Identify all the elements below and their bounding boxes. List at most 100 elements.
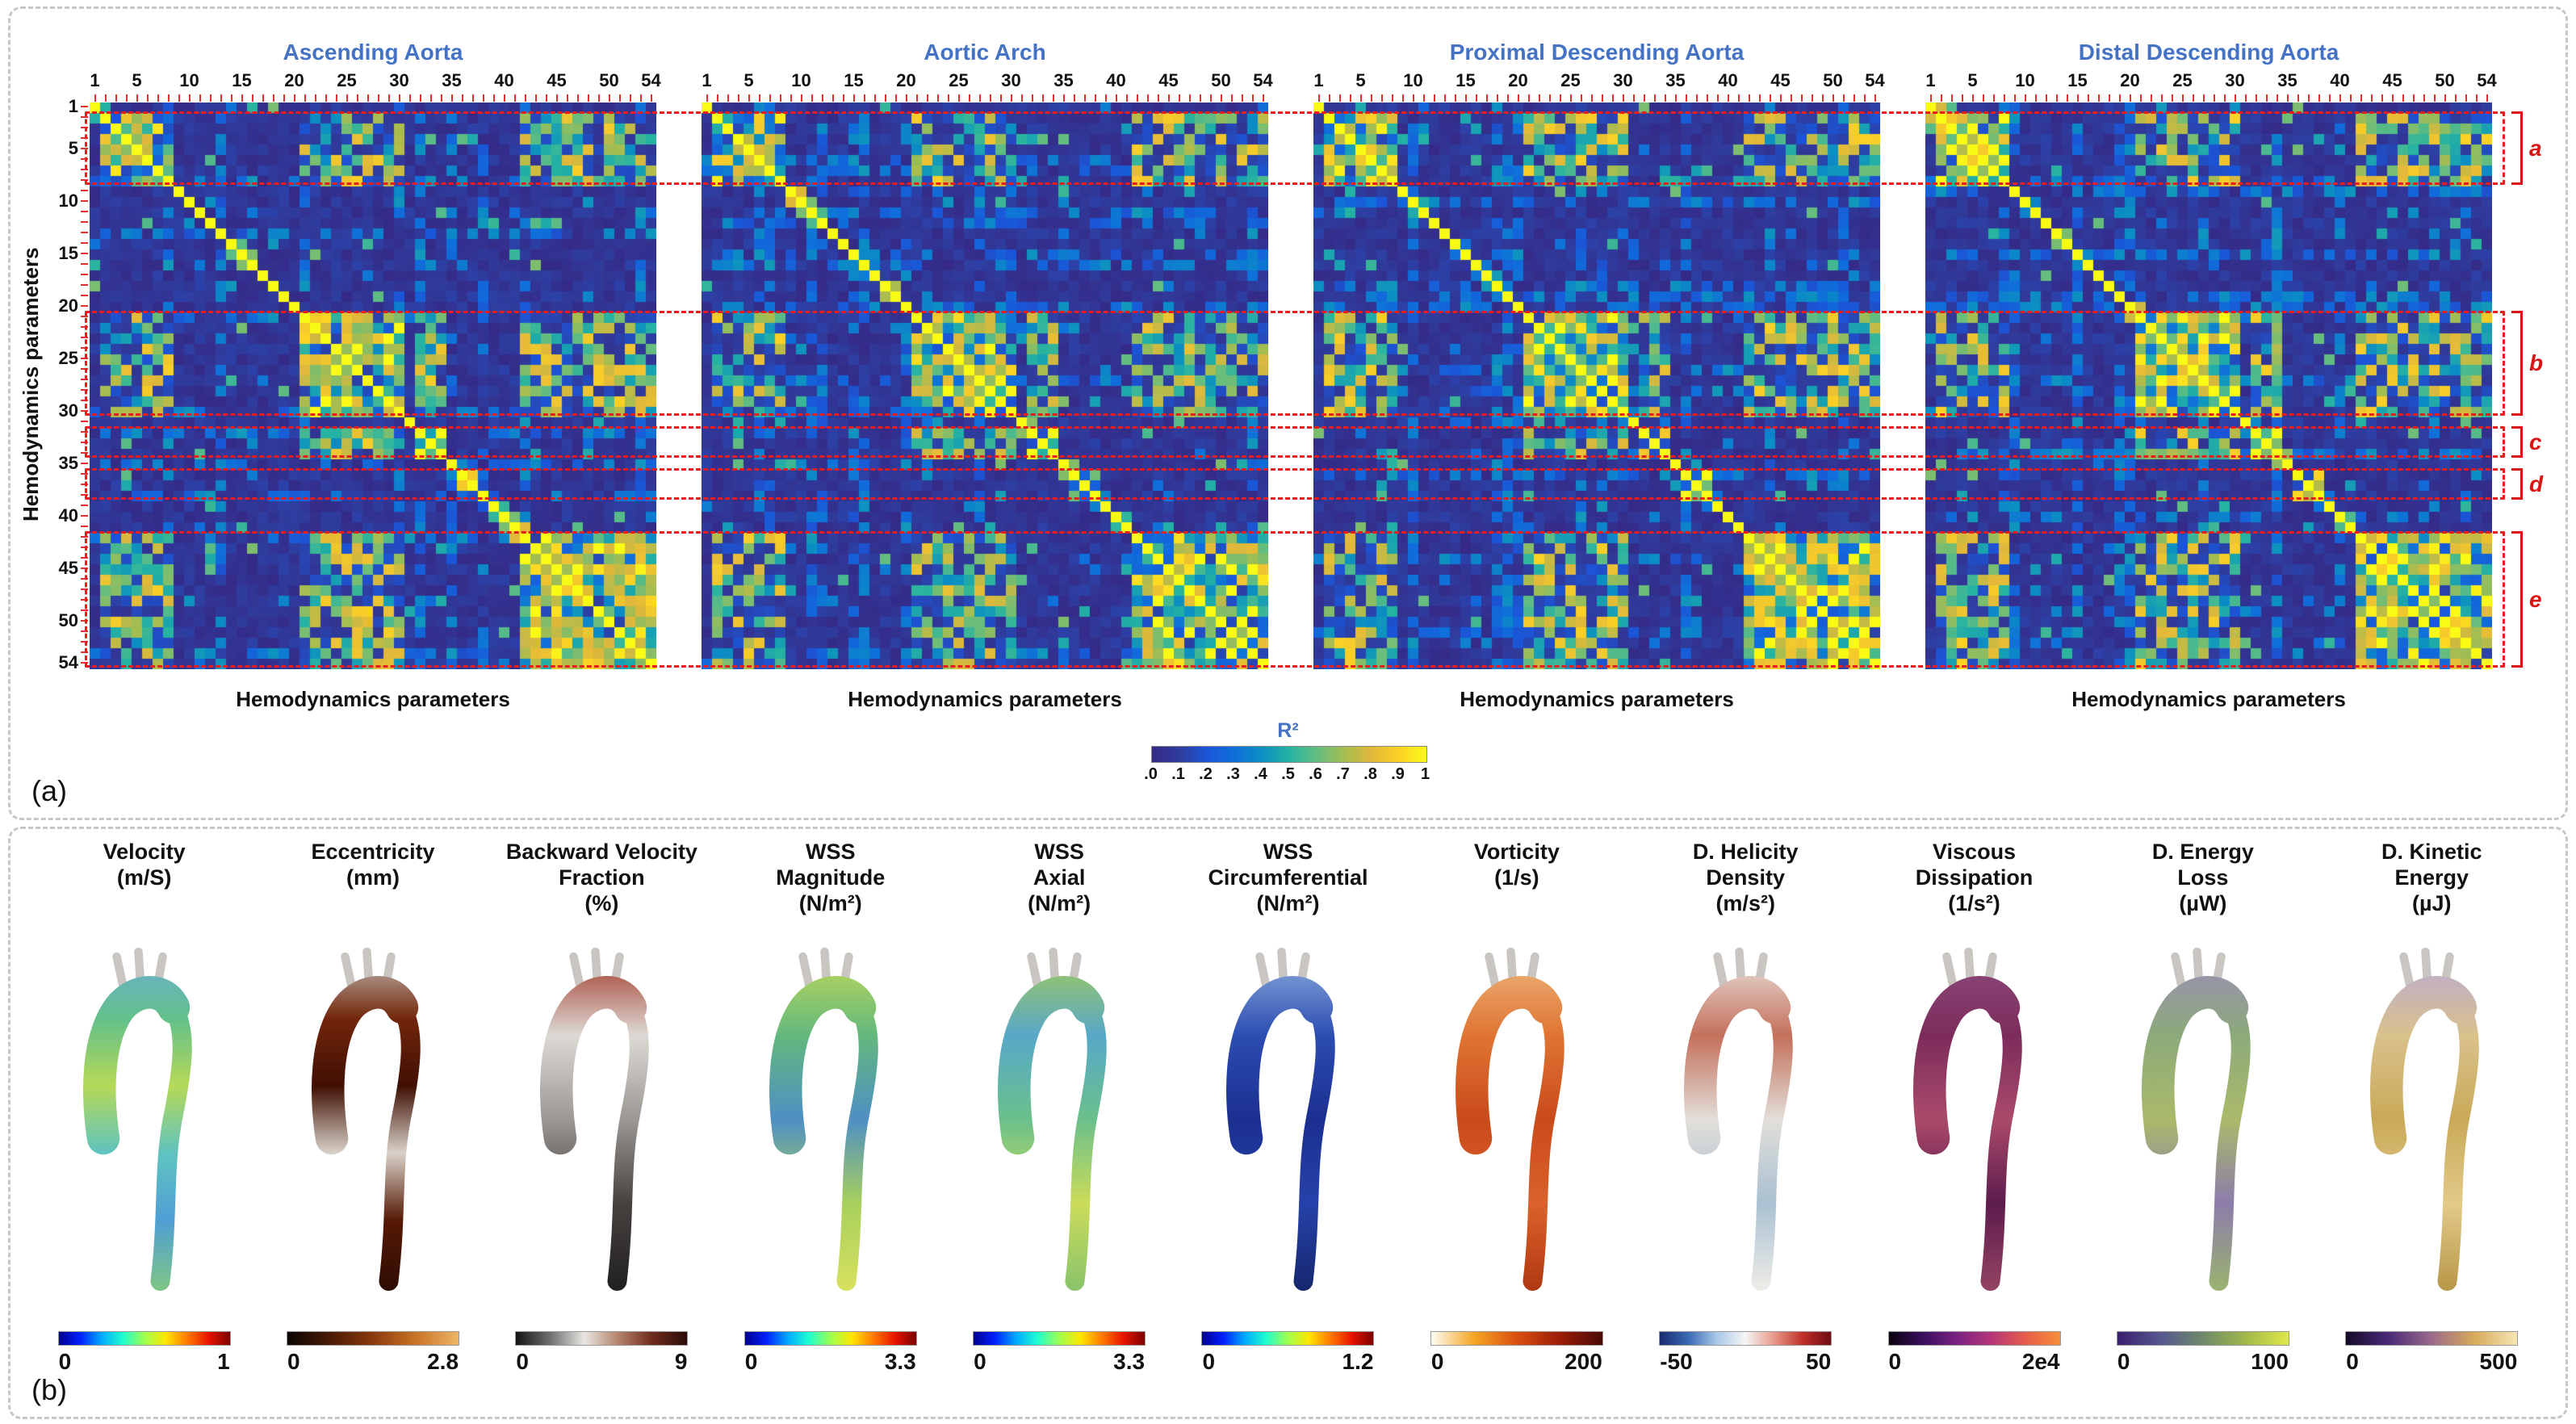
x-tick-label: 30 (2225, 70, 2245, 90)
tick-mark (2444, 94, 2446, 102)
rendering-colorbar (2345, 1331, 2519, 1346)
tick-mark (790, 94, 792, 102)
x-tick-label: 30 (1001, 70, 1021, 90)
tick-mark (2066, 94, 2068, 102)
x-tick-label: 1 (702, 70, 712, 90)
tick-mark (408, 94, 411, 102)
tick-mark (831, 94, 834, 102)
rendering-title-line: (µW) (2179, 891, 2227, 915)
tick-mark (1929, 94, 1932, 102)
rendering-title-line: Circumferential (1208, 865, 1368, 890)
x-tick-label: 50 (1823, 70, 1843, 90)
tick-mark (1842, 94, 1845, 102)
tick-mark (81, 378, 88, 380)
tick-mark (81, 105, 88, 107)
tick-mark (81, 441, 88, 443)
tick-mark (1580, 94, 1582, 102)
tick-mark (2003, 94, 2005, 102)
rendering-title: Eccentricity(mm) (312, 839, 435, 923)
tick-mark (471, 94, 474, 102)
tick-mark (1611, 94, 1614, 102)
x-tick-label: 50 (1211, 70, 1231, 90)
tick-mark (81, 661, 88, 664)
tick-mark (2223, 94, 2226, 102)
band-bracket-d: d (2511, 468, 2543, 500)
tick-mark (2150, 94, 2152, 102)
tick-mark (136, 94, 138, 102)
x-tick-label: 50 (2435, 70, 2455, 90)
range-max: 3.3 (884, 1349, 916, 1374)
y-tick-label: 1 (68, 95, 78, 116)
tick-mark (419, 94, 421, 102)
x-tick-label: 20 (896, 70, 916, 90)
tick-mark (81, 493, 88, 496)
tick-mark (1559, 94, 1561, 102)
range-min: 0 (744, 1349, 758, 1374)
rendering-title-line: Magnitude (776, 865, 886, 890)
tick-mark (1548, 94, 1551, 102)
x-tick-label: 45 (547, 70, 567, 90)
panel-a-label: (a) (31, 774, 67, 807)
tick-mark (81, 619, 88, 622)
y-axis-label: Hemodynamics parameters (19, 247, 43, 521)
x-tick-label: 10 (791, 70, 811, 90)
tick-mark (81, 241, 88, 244)
y-tick-label: 15 (58, 242, 78, 263)
tick-mark (608, 94, 610, 102)
tick-mark (1359, 94, 1362, 102)
tick-mark (639, 94, 642, 102)
tick-mark (81, 640, 88, 643)
tick-mark (81, 273, 88, 275)
x-axis-label: Hemodynamics parameters (1460, 687, 1734, 711)
tick-mark (251, 94, 253, 102)
x-tick-label: 40 (2330, 70, 2350, 90)
tick-mark (2276, 94, 2278, 102)
colorbar-tick-label: .0 (1144, 765, 1158, 783)
rendering-title-line: WSS (1263, 840, 1313, 864)
tick-mark (1538, 94, 1540, 102)
tick-mark (81, 147, 88, 149)
tick-mark (2034, 94, 2037, 102)
tick-mark (650, 94, 652, 102)
rendering-title-line: (µJ) (2411, 891, 2452, 915)
x-tick-label: 10 (179, 70, 199, 90)
range-min: 0 (1430, 1349, 1444, 1374)
tick-mark (1125, 94, 1128, 102)
tick-mark (1590, 94, 1593, 102)
range-min: 0 (287, 1349, 300, 1374)
x-tick-label: 25 (2172, 70, 2193, 90)
x-tick-label: 54 (1865, 70, 1885, 90)
tick-mark (81, 525, 88, 527)
range-min: -50 (1660, 1349, 1693, 1374)
rendering-title-line: (N/m²) (1256, 891, 1320, 915)
heatmap-title: Proximal Descending Aorta (1449, 40, 1745, 65)
x-tick-label: 45 (1158, 70, 1179, 90)
tick-mark (1517, 94, 1519, 102)
tick-mark (81, 178, 88, 181)
x-tick-label: 5 (1355, 70, 1366, 90)
y-tick-label: 5 (68, 137, 78, 158)
tick-mark (461, 94, 463, 102)
tick-mark (1391, 94, 1393, 102)
aorta-rendering (734, 923, 928, 1300)
tick-mark (1527, 94, 1530, 102)
rendering-colorbar (57, 1331, 231, 1346)
tick-mark (94, 94, 96, 102)
x-tick-label: 35 (1665, 70, 1686, 90)
panel-b-label: (b) (31, 1373, 67, 1406)
y-tick-label: 25 (58, 347, 78, 368)
correlation-heatmap-canvas (1313, 103, 1880, 669)
tick-mark (1506, 94, 1509, 102)
x-tick-label: 50 (599, 70, 619, 90)
tick-mark (81, 325, 88, 328)
tick-mark (2076, 94, 2079, 102)
tick-mark (81, 651, 88, 653)
tick-mark (884, 94, 886, 102)
